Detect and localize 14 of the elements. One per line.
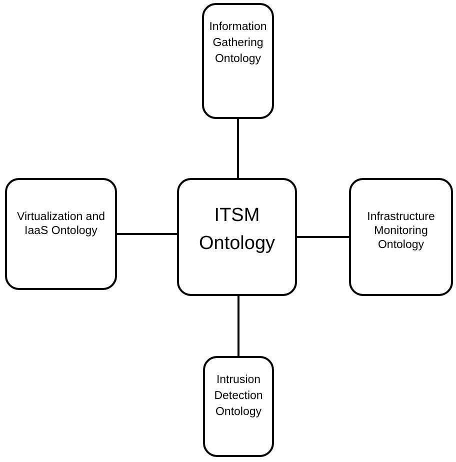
box-label: ITSM Ontology (198, 204, 276, 256)
box-label: Intrusion Detection Ontology (213, 373, 264, 420)
connector-line (297, 236, 349, 238)
ontology-box (5, 178, 117, 290)
connector-line (238, 296, 240, 356)
box-label: Information Gathering Ontology (208, 20, 268, 67)
ontology-box (349, 178, 453, 296)
connector-line (117, 233, 177, 235)
ontology-box (203, 356, 274, 457)
box-label: Infrastructure Monitoring Ontology (366, 210, 436, 252)
box-label: Virtualization and IaaS Ontology (16, 210, 106, 238)
ontology-box (177, 178, 297, 296)
connector-line (237, 119, 239, 178)
ontology-box (202, 3, 274, 119)
